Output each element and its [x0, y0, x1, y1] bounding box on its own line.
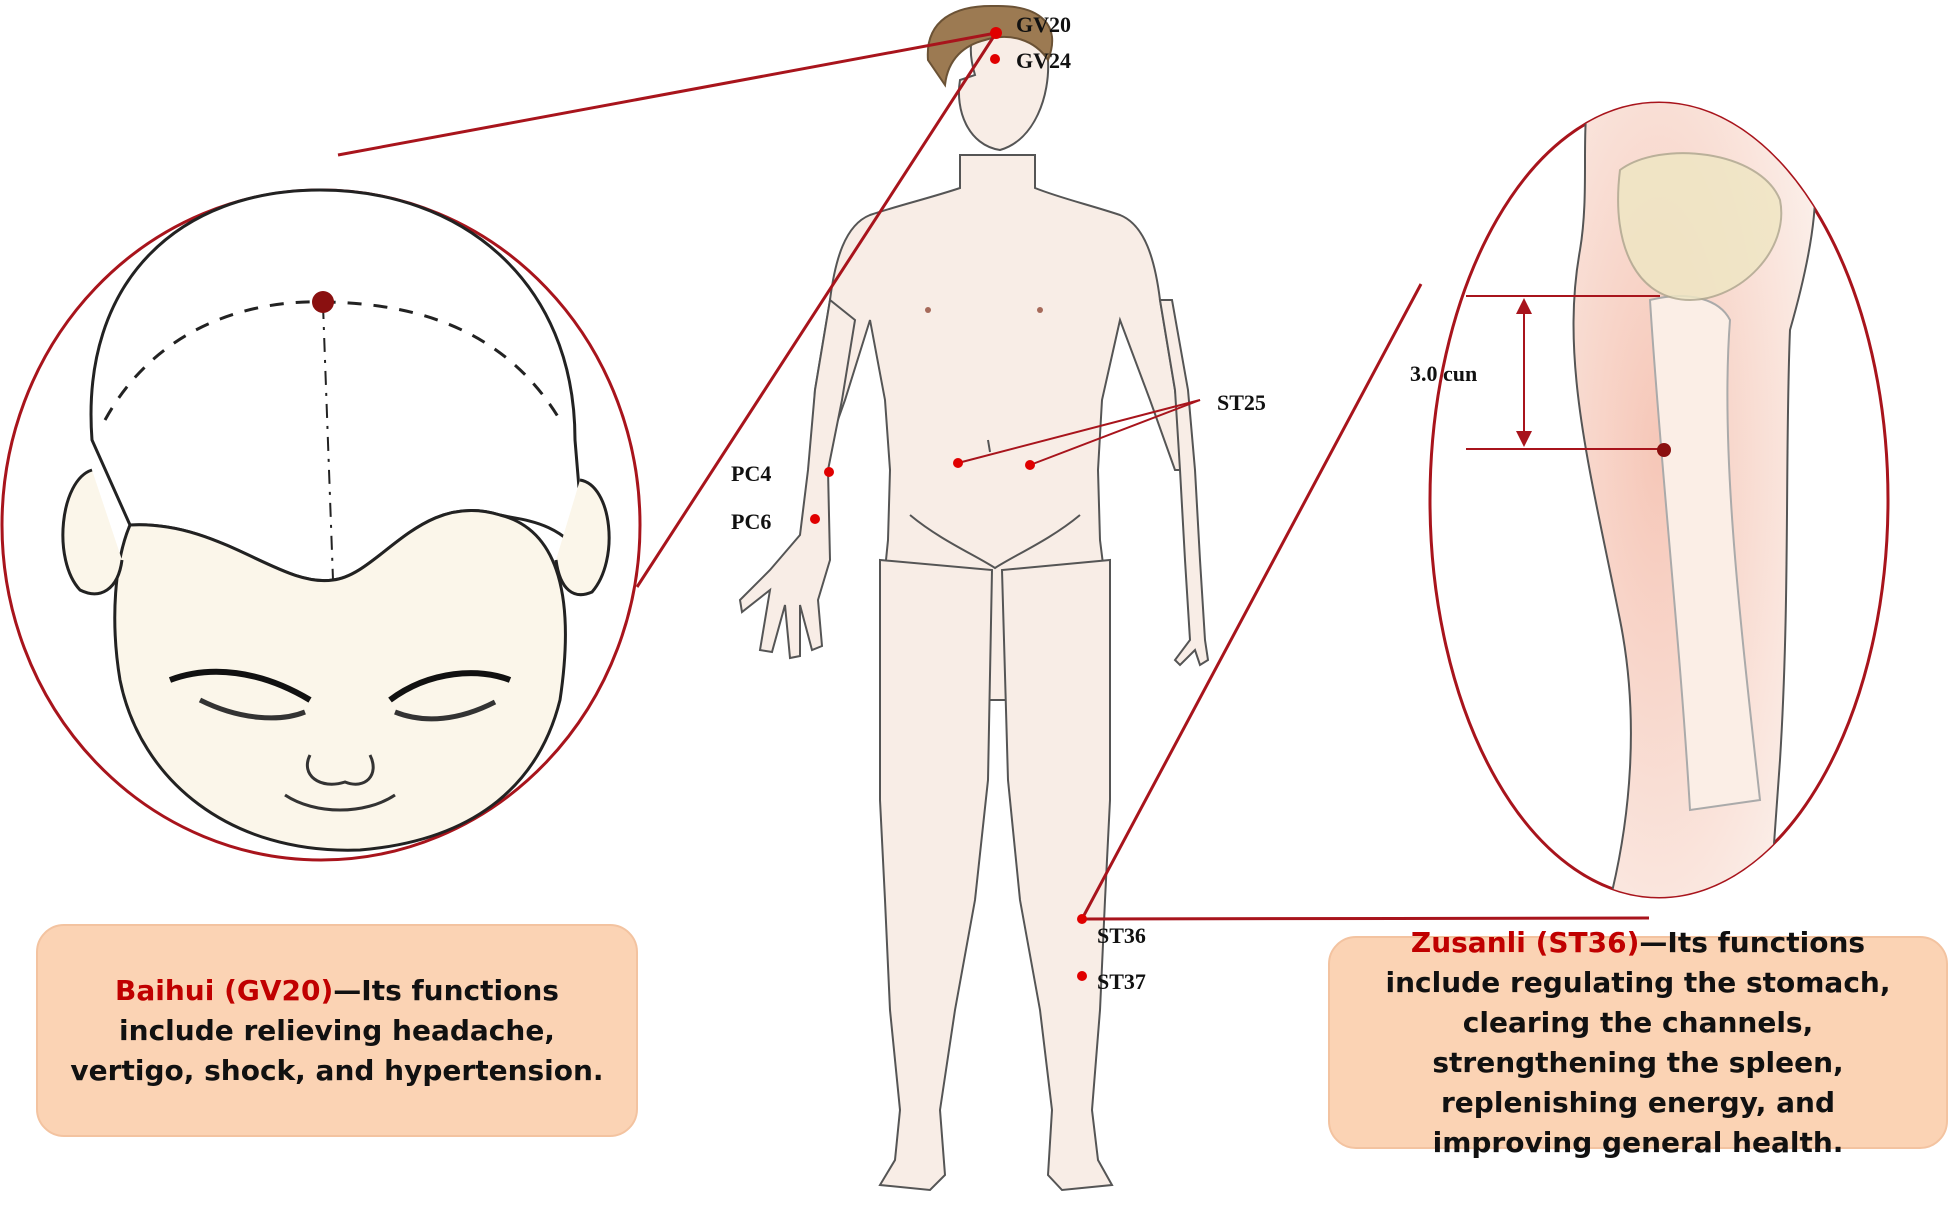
point-st25-left — [953, 458, 963, 468]
zoom-connectors — [337, 31, 1650, 921]
baihui-name: Baihui (GV20) — [115, 973, 334, 1007]
point-pc4 — [824, 467, 834, 477]
point-gv20 — [990, 27, 1002, 39]
zusanli-name: Zusanli (ST36) — [1410, 925, 1640, 959]
tibia-bone — [1648, 295, 1762, 812]
zusanli-text: —Its functions include regulating the st… — [1385, 925, 1891, 1159]
body-acupoints — [810, 27, 1087, 981]
body-right-arm — [1158, 299, 1210, 667]
zusanli-description: Zusanli (ST36)—Its functions include reg… — [1360, 923, 1916, 1163]
body-left-leg — [878, 558, 994, 1192]
baihui-info-box: Baihui (GV20)—Its functions include reli… — [36, 924, 638, 1137]
label-st36: ST36 — [1097, 923, 1146, 948]
label-pc6: PC6 — [731, 509, 771, 534]
st36-zoom-point — [1657, 443, 1671, 457]
acupoint-labels: GV20 GV24 ST25 PC4 PC6 ST36 ST37 — [731, 12, 1266, 994]
body-groin — [909, 514, 1081, 570]
body-left-arm — [738, 298, 857, 660]
human-body-figure — [738, 10, 1210, 1192]
label-st25: ST25 — [1217, 390, 1266, 415]
gv20-zoom-point — [312, 291, 334, 313]
zusanli-zoom-view: 3.0 cun — [1410, 101, 1890, 899]
point-st25-right — [1025, 460, 1035, 470]
baihui-text: —Its functions include relieving headach… — [70, 973, 604, 1087]
label-gv24: GV24 — [1016, 48, 1071, 73]
baihui-description: Baihui (GV20)—Its functions include reli… — [68, 971, 606, 1091]
measure-label: 3.0 cun — [1410, 361, 1477, 386]
point-gv24 — [990, 54, 1000, 64]
label-st37: ST37 — [1097, 969, 1146, 994]
label-gv20: GV20 — [1016, 12, 1071, 37]
label-pc4: PC4 — [731, 461, 771, 486]
body-right-leg — [1000, 558, 1114, 1192]
point-st37 — [1077, 971, 1087, 981]
knee-bone — [1617, 152, 1783, 302]
point-pc6 — [810, 514, 820, 524]
zusanli-info-box: Zusanli (ST36)—Its functions include reg… — [1328, 926, 1948, 1159]
point-st36 — [1077, 914, 1087, 924]
baihui-zoom-view — [0, 188, 642, 862]
hair — [926, 4, 1054, 88]
